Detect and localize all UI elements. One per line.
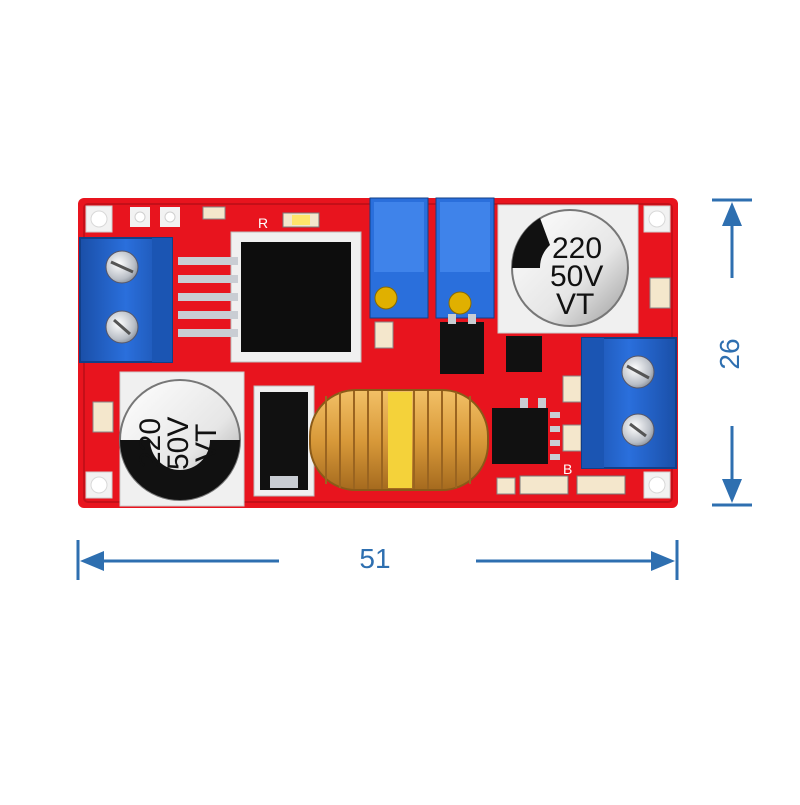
input-terminal-block [79, 237, 173, 363]
height-dimension-label: 26 [714, 338, 745, 370]
width-dimension-label: 51 [359, 543, 391, 574]
output-terminal-block [581, 337, 677, 469]
regulator-ic [178, 231, 362, 363]
schottky-diode [253, 385, 315, 497]
capacitor-right-value: 220 [552, 232, 602, 265]
trim-potentiometer [369, 197, 429, 319]
toroid-inductor [309, 389, 489, 491]
electrolytic-capacitor-right [497, 204, 639, 334]
trim-potentiometer [435, 197, 495, 319]
control-chip [492, 398, 560, 464]
capacitor-left-voltage: 50V [162, 417, 195, 470]
width-dimension [76, 540, 679, 580]
capacitor-left-value: 220 [134, 418, 167, 468]
silkscreen-b-label: B [563, 461, 572, 477]
capacitor-right-series: VT [556, 288, 594, 321]
capacitor-left-series: VT [190, 424, 223, 462]
silkscreen-r-label: R [258, 215, 268, 231]
height-dimension [712, 198, 752, 507]
electrolytic-capacitor-left [119, 371, 245, 507]
capacitor-right-voltage: 50V [550, 260, 603, 293]
mounting-holes [85, 205, 671, 499]
